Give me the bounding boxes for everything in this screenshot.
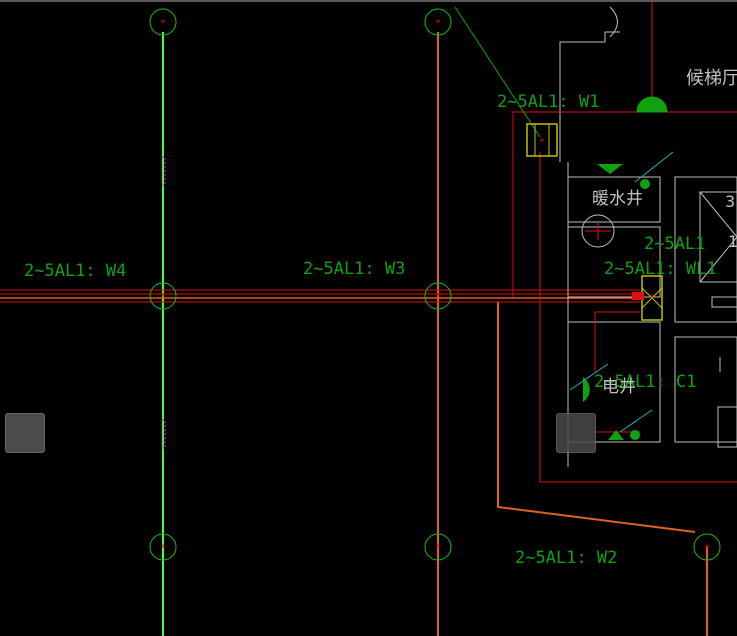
light-fixture bbox=[581, 214, 615, 248]
svg-text:*: * bbox=[160, 18, 166, 29]
grid-circle: * bbox=[693, 533, 721, 561]
label-w2: 2~5AL1: W2 bbox=[515, 548, 617, 568]
grid-circle: * bbox=[424, 8, 452, 36]
distribution-box-w1: * bbox=[526, 123, 558, 157]
grid-circle: * bbox=[424, 282, 452, 310]
svg-text:*: * bbox=[435, 292, 441, 303]
grid-circle: * bbox=[149, 533, 177, 561]
label-w4: 2~5AL1: W4 bbox=[24, 261, 126, 281]
label-electric-shaft: 电井 bbox=[602, 377, 636, 397]
label-c1: 2~5AL1: C1 bbox=[594, 372, 696, 392]
label-small-1: 1 bbox=[728, 232, 737, 251]
green-semicircle-symbol bbox=[636, 96, 668, 113]
label-w3: 2~5AL1: W3 bbox=[303, 259, 405, 279]
svg-text:*: * bbox=[435, 543, 441, 554]
svg-text:*: * bbox=[649, 293, 655, 304]
svg-text:*: * bbox=[435, 18, 441, 29]
label-wl1: 2~5AL1: WL1 bbox=[604, 259, 717, 279]
label-elevator-hall: 候梯厅 bbox=[686, 68, 737, 89]
light-fixture bbox=[597, 151, 674, 189]
svg-text:*: * bbox=[539, 137, 545, 148]
label-small-3: 3 bbox=[725, 192, 735, 211]
left-square-button[interactable] bbox=[5, 413, 45, 453]
grid-circle: * bbox=[149, 8, 177, 36]
label-al1: 2~5AL1 bbox=[644, 234, 705, 254]
distribution-box-main: * bbox=[632, 275, 663, 321]
leader-line bbox=[454, 6, 541, 138]
right-square-button[interactable] bbox=[556, 413, 596, 453]
svg-text:*: * bbox=[160, 292, 166, 303]
magenta-mark bbox=[161, 156, 166, 186]
svg-text:*: * bbox=[160, 543, 166, 554]
magenta-mark bbox=[161, 419, 166, 449]
red-wiring bbox=[539, 152, 640, 433]
orange-cable-route bbox=[497, 302, 696, 533]
horizontal-bus-lines bbox=[0, 289, 640, 303]
label-w1: 2~5AL1: W1 bbox=[497, 92, 599, 112]
grid-circle: * bbox=[424, 533, 452, 561]
label-heating-shaft: 暖水井 bbox=[592, 189, 643, 209]
grid-circle: * bbox=[149, 282, 177, 310]
building-walls bbox=[559, 6, 737, 467]
svg-text:*: * bbox=[704, 543, 710, 554]
light-fixture bbox=[569, 363, 653, 440]
